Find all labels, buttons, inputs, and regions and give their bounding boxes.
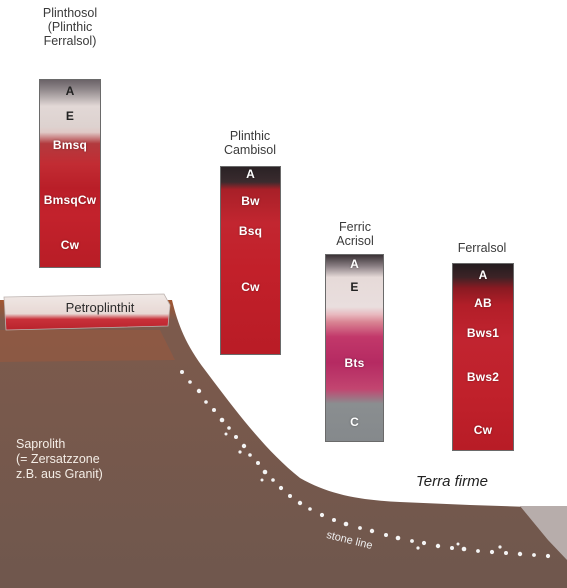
horizon-BmsqCw: BmsqCw (43, 192, 97, 207)
ferric-acrisol-profile: A E Bts C (325, 254, 384, 442)
petroplinthit-label: Petroplinthit (65, 300, 135, 315)
stone-line (180, 370, 551, 559)
horizon-Bsq: Bsq (238, 223, 263, 238)
terra-firme-surface (520, 506, 567, 560)
horizon-Cw: Cw (60, 237, 80, 252)
terra-firme-label: Terra firme (416, 473, 488, 490)
plinthic-cambisol-profile: A Bw Bsq Cw (220, 166, 281, 355)
petroplinthite-crust (3, 293, 171, 331)
mottled-zone (0, 330, 175, 362)
saprolith-label: Saprolith (= Zersatzzone z.B. aus Granit… (16, 437, 103, 481)
horizon-A: A (478, 268, 488, 283)
plinthosol-profile: A E Bmsq BmsqCw Cw (39, 79, 101, 268)
horizon-A: A (246, 167, 255, 182)
horizon-A: A (65, 84, 75, 99)
horizon-Bws2: Bws2 (466, 370, 500, 385)
horizon-E: E (65, 108, 75, 123)
horizon-Bts: Bts (344, 355, 365, 370)
horizon-AB: AB (474, 296, 492, 311)
horizon-Cw: Cw (241, 279, 260, 294)
horizon-E: E (350, 279, 359, 294)
horizon-Bw: Bw (241, 193, 260, 208)
ferralsol-profile: A AB Bws1 Bws2 Cw (452, 263, 514, 451)
horizon-C: C (350, 415, 359, 430)
ferralsol-title: Ferralsol (457, 241, 507, 255)
horizon-Bws1: Bws1 (466, 325, 500, 340)
horizon-Cw: Cw (473, 422, 493, 437)
horizon-A: A (350, 257, 359, 272)
horizon-Bmsq: Bmsq (52, 138, 88, 153)
soil-body (0, 300, 567, 588)
